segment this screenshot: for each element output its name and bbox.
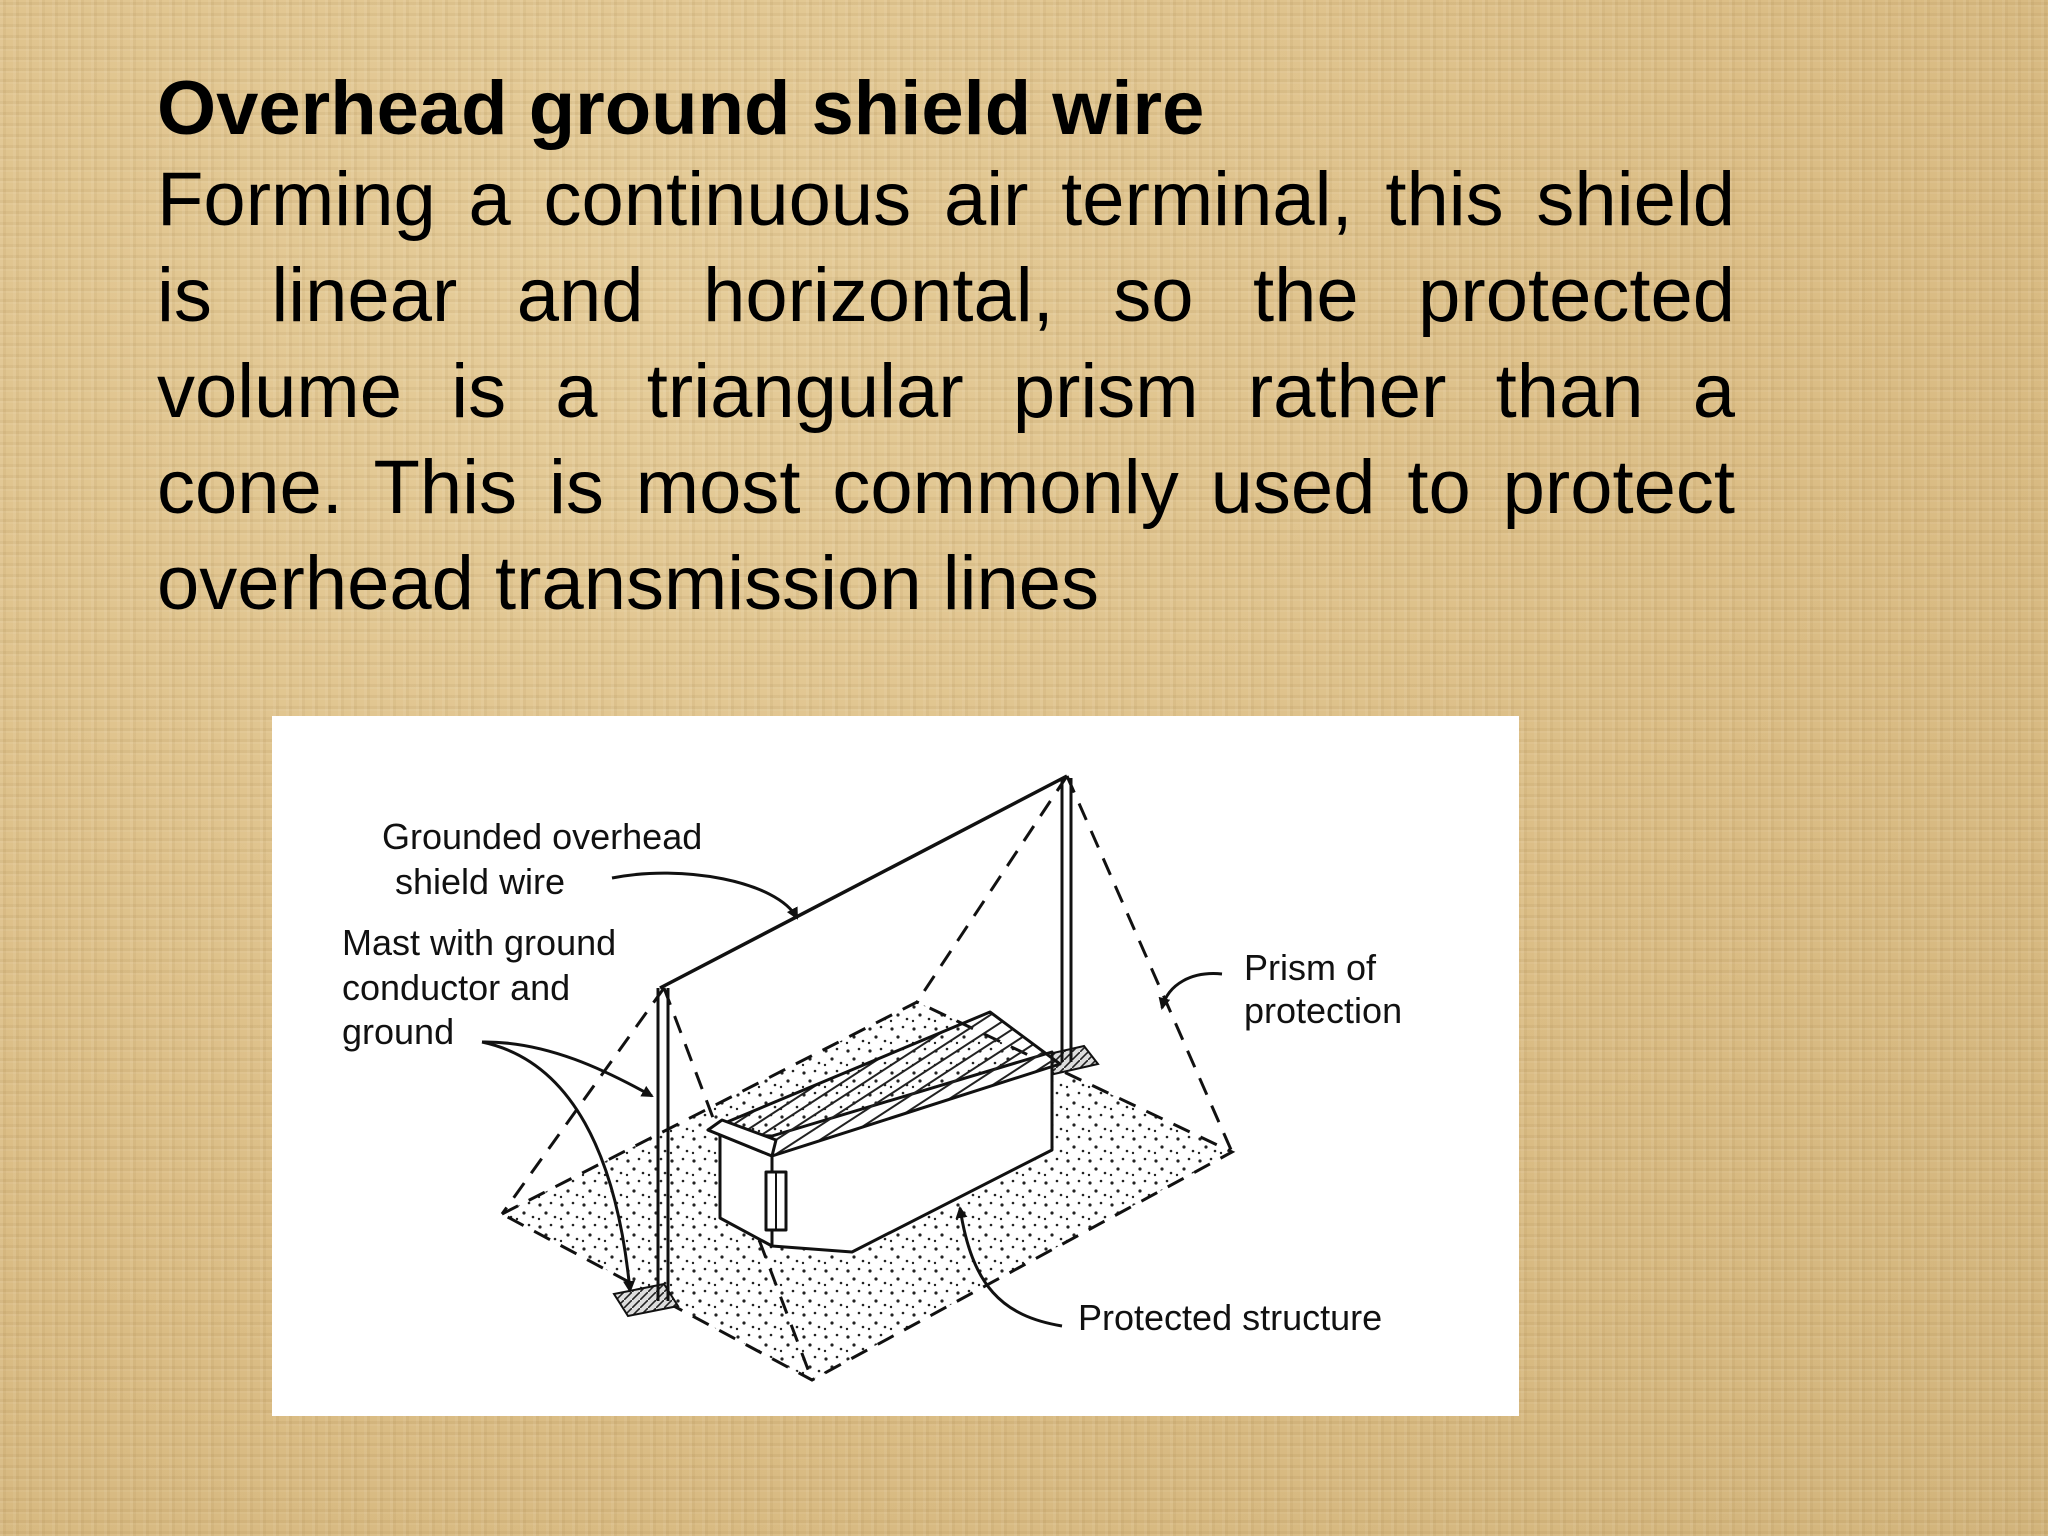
- label-mast-line3: ground: [342, 1011, 454, 1052]
- slide-text-block: Overhead ground shield wire Forming a co…: [157, 66, 1735, 632]
- label-prism-line2: protection: [1244, 990, 1402, 1031]
- prism-of-protection-edges: [500, 775, 1234, 1381]
- prism-leader: [1158, 972, 1223, 1010]
- mast-leader-to-ground: [481, 1040, 636, 1293]
- label-mast-line2: conductor and: [342, 967, 570, 1008]
- slide-title: Overhead ground shield wire: [157, 66, 1205, 151]
- protection-footprint-outline: [498, 1000, 1236, 1382]
- label-protected-structure: Protected structure: [1078, 1297, 1382, 1338]
- label-mast-line1: Mast with ground: [342, 922, 616, 963]
- label-prism-line1: Prism of: [1244, 947, 1377, 988]
- overhead-shield-wire: [659, 774, 1068, 990]
- protected-structure-house: [706, 1010, 1062, 1254]
- shield-wire-leader: [611, 871, 799, 920]
- structure-leader: [955, 1206, 1063, 1328]
- label-shield-wire-line2: shield wire: [395, 861, 565, 902]
- near-mast: [656, 988, 670, 1301]
- label-grounded-overhead-line1: Grounded overhead: [382, 816, 702, 857]
- mast-leader-to-mast: [481, 1040, 654, 1098]
- shield-wire-diagram: Grounded overhead shield wire Mast with …: [272, 716, 1519, 1416]
- slide-body: Forming a continuous air terminal, this …: [157, 157, 1735, 626]
- diagram-drawing: Grounded overhead shield wire Mast with …: [342, 774, 1402, 1382]
- far-mast: [1060, 778, 1073, 1062]
